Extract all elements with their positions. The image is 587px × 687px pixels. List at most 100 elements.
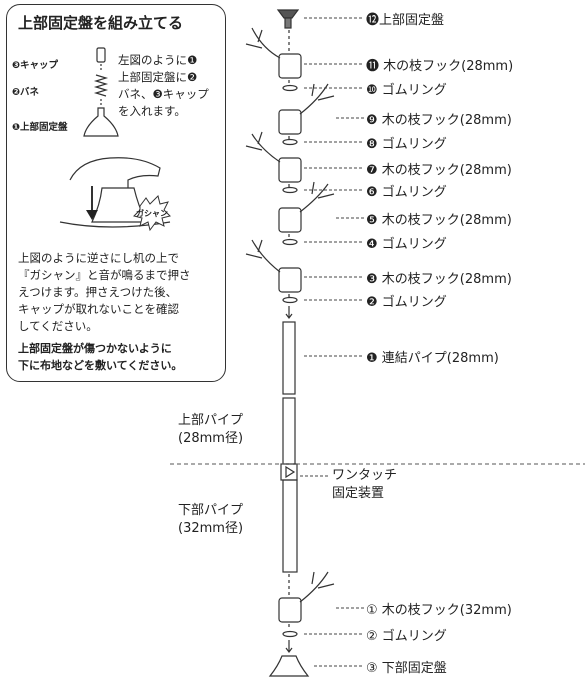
branch-icon (299, 571, 335, 603)
instruction-1-line: を入れます。 (118, 104, 186, 118)
spring-label: ❷バネ (12, 87, 40, 98)
part-name: ゴムリング (381, 295, 447, 310)
part-name: ゴムリング (381, 83, 447, 98)
gashan-burst (133, 195, 171, 232)
instruction-1-line: 左図のように❶ (118, 53, 198, 67)
rubber-ring (282, 296, 298, 304)
part-number: ① (366, 603, 378, 618)
part-label-6: ❻ ゴムリング (366, 181, 447, 200)
part-number: ❸ (366, 272, 378, 287)
one-touch-arrow (285, 465, 296, 479)
part-label-5: ❺ 木の枝フック(28mm) (366, 209, 512, 228)
one-touch-line: ワンタッチ (332, 468, 398, 483)
branch-icon (245, 131, 281, 163)
lower-pipe (282, 479, 298, 573)
part-name: 下部固定盤 (381, 661, 447, 676)
part-name: ゴムリング (381, 237, 447, 252)
bottom-plate-icon (268, 655, 310, 677)
part-number: ❼ (366, 163, 378, 178)
branch-icon (245, 239, 281, 273)
hook-cylinder (278, 207, 302, 233)
hook-cylinder (278, 267, 302, 293)
instruction-2-line: してください。 (18, 319, 98, 333)
instruction-2-line: えつけます。押さえつけた後、 (18, 285, 178, 299)
part-label-2: ❷ ゴムリング (366, 291, 447, 310)
base-label: ❶上部固定盤 (12, 122, 68, 133)
upper-pipe-label: 上部パイプ (28mm径) (178, 412, 243, 448)
rubber-ring (282, 186, 298, 194)
part-name: 木の枝フック(28mm) (383, 59, 514, 74)
part-number: ❾ (366, 113, 378, 128)
part-name: ゴムリング (381, 185, 447, 200)
instruction-1-line: 上部固定盤に❷ (118, 70, 198, 84)
rubber-ring (282, 630, 298, 638)
cap-label: ❸キャップ (12, 60, 59, 71)
inset-cap-icon (96, 47, 106, 63)
part-name: 上部固定盤 (379, 13, 445, 28)
inset-title: 上部固定盤を組み立てる (18, 14, 184, 32)
hook-cylinder (278, 53, 302, 79)
down-arrow-head (285, 647, 293, 653)
lower-pipe-name: 下部パイプ (178, 503, 244, 518)
lower-part-label-1: ① 木の枝フック(32mm) (366, 599, 512, 618)
part-number: ❷ (366, 295, 378, 310)
part-number: ⓫ (366, 59, 380, 74)
part-number: ❿ (366, 83, 378, 98)
hook-cylinder (278, 109, 302, 135)
lower-pipe-size: (32mm径) (178, 521, 244, 536)
part-label-8: ❽ ゴムリング (366, 133, 447, 152)
rubber-ring (282, 84, 298, 92)
part-number: ❺ (366, 213, 378, 228)
spring-icon (93, 74, 109, 97)
part-name: ゴムリング (381, 629, 447, 644)
top-plate-icon (276, 9, 300, 19)
lower-part-label-2: ② ゴムリング (366, 625, 447, 644)
instruction-1: 左図のように❶ 上部固定盤に❷ バネ、❸キャップ を入れます。 (118, 52, 222, 120)
rubber-ring (282, 138, 298, 146)
part-number: ② (366, 629, 378, 644)
warning-line: 上部固定盤が傷つかないように (18, 342, 172, 355)
connecting-pipe (282, 321, 296, 395)
part-name: 木の枝フック(32mm) (381, 603, 512, 618)
part-label-4: ❹ ゴムリング (366, 233, 447, 252)
instruction-2-line: キャップが取れないことを確認 (18, 302, 179, 316)
up-arrow-head (285, 313, 293, 319)
part-number: ③ (366, 661, 378, 676)
hook-cylinder (278, 157, 302, 183)
part-name: 木の枝フック(28mm) (381, 213, 512, 228)
part-name: 連結パイプ(28mm) (381, 351, 499, 366)
hand-icon (69, 157, 161, 195)
warning-line: 下に布地などを敷いてください。 (18, 359, 183, 372)
part-number: ❹ (366, 237, 378, 252)
part-label-11: ⓫ 木の枝フック(28mm) (366, 55, 513, 74)
part-name: 木の枝フック(28mm) (381, 163, 512, 178)
branch-icon (299, 83, 335, 115)
part-name: 木の枝フック(28mm) (381, 113, 512, 128)
part-number: ❽ (366, 137, 378, 152)
one-touch-label: ワンタッチ 固定装置 (332, 467, 397, 503)
part-label-9: ❾ 木の枝フック(28mm) (366, 109, 512, 128)
branch-icon (245, 27, 281, 59)
part-number: ⓬ (366, 13, 380, 28)
part-label-7: ❼ 木の枝フック(28mm) (366, 159, 512, 178)
part-label-3: ❸ 木の枝フック(28mm) (366, 268, 512, 287)
part-label-12: ⓬上部固定盤 (366, 9, 444, 28)
down-arrow-icon (86, 210, 98, 220)
instruction-2-line: 『ガシャン』と音が鳴るまで押さ (18, 268, 191, 282)
part-number: ❶ (366, 351, 378, 366)
instruction-1-line: バネ、❸キャップ (118, 87, 209, 101)
part-name: 木の枝フック(28mm) (381, 272, 512, 287)
table-line (59, 221, 171, 228)
inset-base-icon (83, 107, 119, 137)
gashan-text: ガシャン (136, 208, 168, 218)
part-label-10: ❿ ゴムリング (366, 79, 447, 98)
hook-cylinder (278, 597, 302, 623)
rubber-ring (282, 238, 298, 246)
part-number: ❻ (366, 185, 378, 200)
lower-part-label-3: ③ 下部固定盤 (366, 657, 447, 676)
instruction-2-line: 上図のように逆さにし机の上で (18, 251, 179, 265)
part-label-1: ❶ 連結パイプ(28mm) (366, 347, 499, 366)
instruction-2: 上図のように逆さにし机の上で 『ガシャン』と音が鳴るまで押さ えつけます。押さえ… (18, 250, 222, 335)
